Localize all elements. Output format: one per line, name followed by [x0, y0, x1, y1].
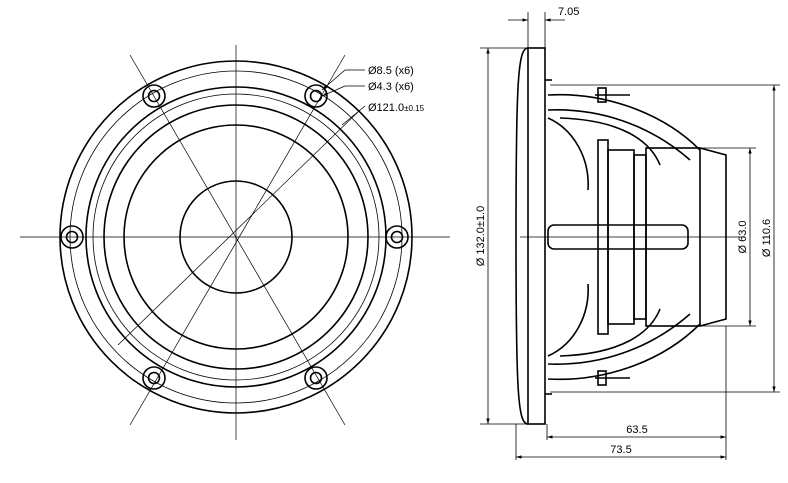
- rear-cap: [699, 147, 727, 327]
- magnet-housing: [645, 147, 701, 327]
- flange: [527, 47, 546, 425]
- mounting-hole: [304, 366, 328, 390]
- diameter-leader-line: [117, 109, 361, 346]
- callout-hole-inner: Ø4.3 (x6): [368, 81, 414, 93]
- dim-depth-inner: 63.5: [626, 424, 647, 436]
- mounting-hole: [60, 225, 84, 249]
- terminal-bottom: [595, 370, 630, 386]
- frame-outer-edge: [59, 60, 413, 414]
- basket-arm-lower-inner: [547, 313, 691, 365]
- callout-mount-circle: Ø121.0±0.15: [368, 102, 425, 114]
- terminal-top: [595, 87, 630, 103]
- frame-ring-3: [92, 93, 380, 381]
- cone-lower: [547, 283, 589, 357]
- mounting-hole: [385, 225, 409, 249]
- gasket-profile: [515, 47, 529, 425]
- mounting-hole: [142, 84, 166, 108]
- mounting-hole: [142, 366, 166, 390]
- dim-magnet-diameter: Ø 63.0: [737, 220, 749, 253]
- mounting-hole: [304, 84, 328, 108]
- dim-basket-diameter: Ø 110.6: [761, 219, 773, 257]
- leader-hole-inner: [321, 85, 365, 97]
- dim-depth-total: 73.5: [610, 444, 631, 456]
- pole-piece: [547, 224, 689, 250]
- callout-mount-circle-main: Ø121.0: [368, 102, 404, 114]
- basket-arm-lower-outer: [547, 323, 701, 381]
- callout-hole-outer: Ø8.5 (x6): [368, 65, 414, 77]
- dust-cap: [179, 180, 293, 294]
- dim-overall-diameter: Ø 132.0±1.0: [475, 206, 487, 266]
- surround-inner: [123, 124, 349, 350]
- basket-arm-upper-outer: [547, 93, 701, 151]
- basket-arm-upper-inner: [547, 109, 691, 161]
- front-view: Ø8.5 (x6) Ø4.3 (x6) Ø121.0±0.15: [20, 45, 450, 440]
- cone-upper: [547, 117, 589, 191]
- diagonal-centerline-b: [129, 54, 346, 426]
- basket-arm-upper-rib: [559, 117, 661, 166]
- dim-flange-thickness: 7.05: [558, 6, 579, 18]
- leader-hole-outer: [321, 69, 365, 91]
- leader-mount-circle: [341, 105, 366, 126]
- surround-outer: [103, 104, 369, 370]
- callout-mount-circle-tolerance: ±0.15: [404, 104, 425, 113]
- basket-arm-lower-rib: [559, 308, 661, 357]
- side-view: 7.05 Ø 132.0±1.0 Ø 63.0 Ø 110.6 63.5 73.…: [475, 6, 780, 460]
